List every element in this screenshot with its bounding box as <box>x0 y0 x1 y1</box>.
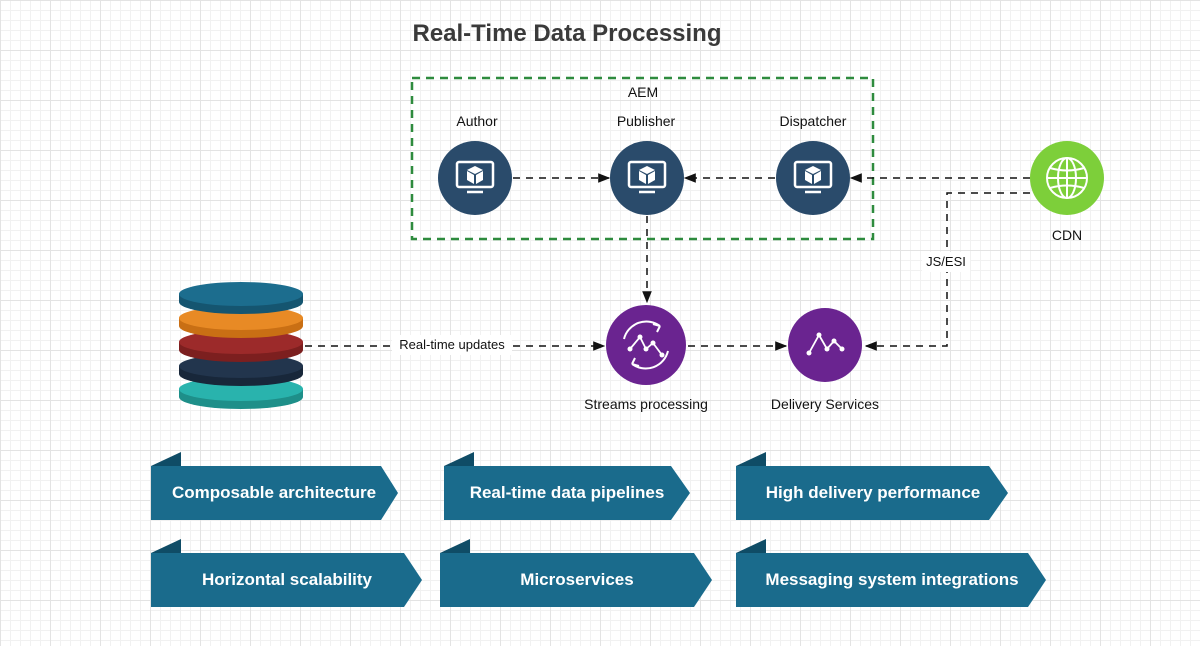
delivery-services-node[interactable]: Delivery Services <box>771 308 879 412</box>
feature-banner: High delivery performance <box>736 452 1008 520</box>
globe-icon <box>1046 157 1088 199</box>
edge-label-js-esi: JS/ESI <box>926 254 966 269</box>
diagram-title: Real-Time Data Processing <box>412 20 721 47</box>
flow-graph-icon <box>623 320 669 370</box>
publisher-label: Publisher <box>617 113 676 129</box>
flow-graph-icon <box>806 332 845 356</box>
dispatcher-label: Dispatcher <box>780 113 847 129</box>
delivery-label: Delivery Services <box>771 396 879 412</box>
publisher-node-circle <box>610 141 684 215</box>
feature-label: Composable architecture <box>172 483 376 502</box>
monitor-cube-icon <box>627 160 667 194</box>
monitor-cube-icon <box>455 160 495 194</box>
cdn-node[interactable]: CDN <box>1030 141 1104 243</box>
cdn-label: CDN <box>1052 227 1082 243</box>
streams-processing-node[interactable]: Streams processing <box>584 305 708 412</box>
db-layer-1 <box>179 282 303 314</box>
feature-banner: Real-time data pipelines <box>444 452 690 520</box>
feature-label: High delivery performance <box>766 483 980 502</box>
aem-group <box>410 76 875 241</box>
feature-label: Microservices <box>520 570 633 589</box>
feature-label: Horizontal scalability <box>202 570 373 589</box>
database-stack-icon[interactable] <box>179 282 303 409</box>
feature-banner: Horizontal scalability <box>151 539 422 607</box>
streams-node-circle <box>606 305 686 385</box>
feature-label: Messaging system integrations <box>765 570 1018 589</box>
feature-banner: Composable architecture <box>151 452 398 520</box>
edge-label-bg <box>922 252 970 272</box>
author-label: Author <box>456 113 498 129</box>
publisher-node[interactable]: Publisher <box>610 113 684 215</box>
author-node-circle <box>438 141 512 215</box>
feature-banner: Microservices <box>440 539 712 607</box>
monitor-cube-icon <box>793 160 833 194</box>
dispatcher-node[interactable]: Dispatcher <box>776 113 850 215</box>
aem-group-label: AEM <box>628 84 658 100</box>
feature-label: Real-time data pipelines <box>470 483 665 502</box>
dispatcher-node-circle <box>776 141 850 215</box>
author-node[interactable]: Author <box>438 113 512 215</box>
feature-banner: Messaging system integrations <box>736 539 1046 607</box>
edge-label-realtime-updates: Real-time updates <box>399 337 505 352</box>
edge-label-bg <box>392 335 512 355</box>
streams-label: Streams processing <box>584 396 708 412</box>
